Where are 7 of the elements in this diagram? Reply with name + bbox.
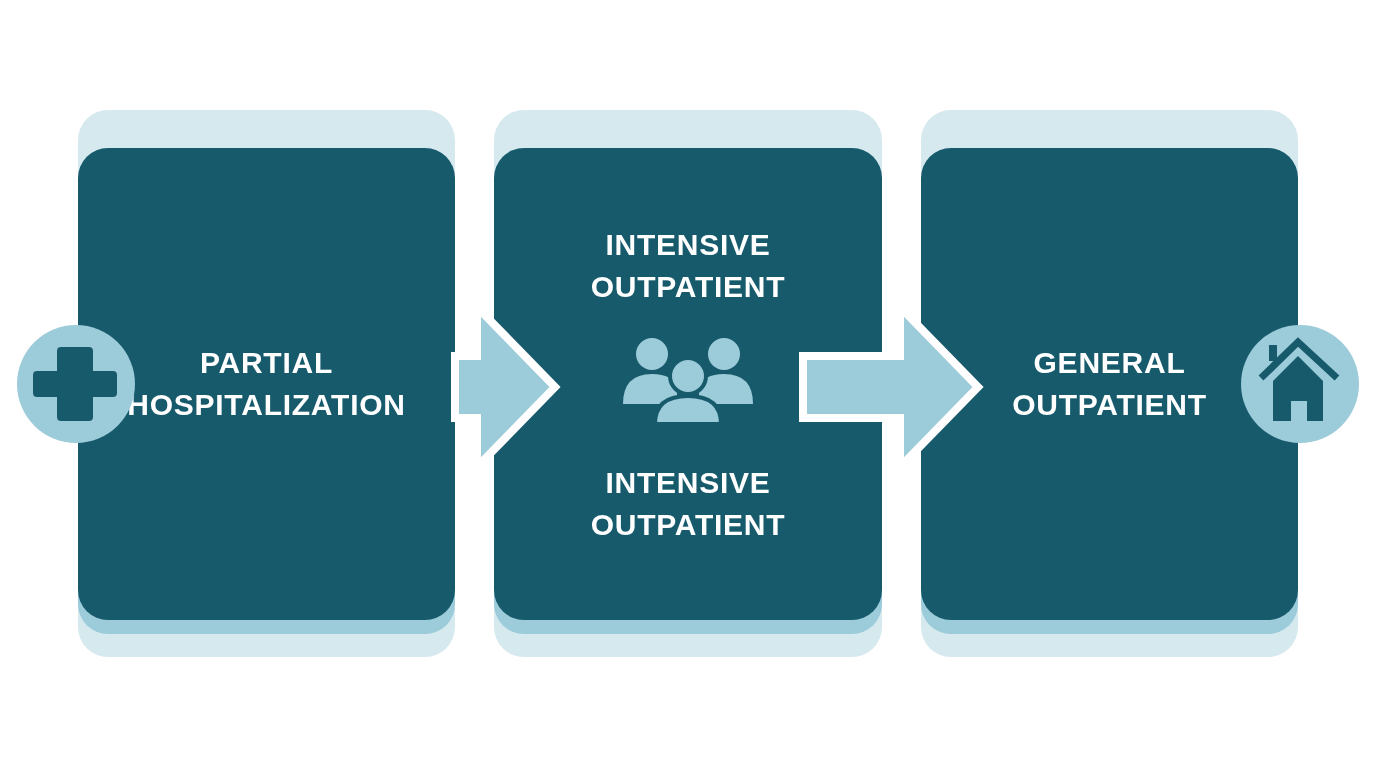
stage-box [921, 148, 1298, 620]
stage-box [78, 148, 455, 620]
stage-label: INTENSIVE OUTPATIENT [589, 227, 787, 305]
stage-label: INTENSIVE OUTPATIENT [589, 465, 787, 543]
stage-label: PARTIAL HOSPITALIZATION [126, 345, 407, 423]
stage-box [494, 148, 882, 620]
stage-label: GENERAL OUTPATIENT [1011, 345, 1208, 423]
